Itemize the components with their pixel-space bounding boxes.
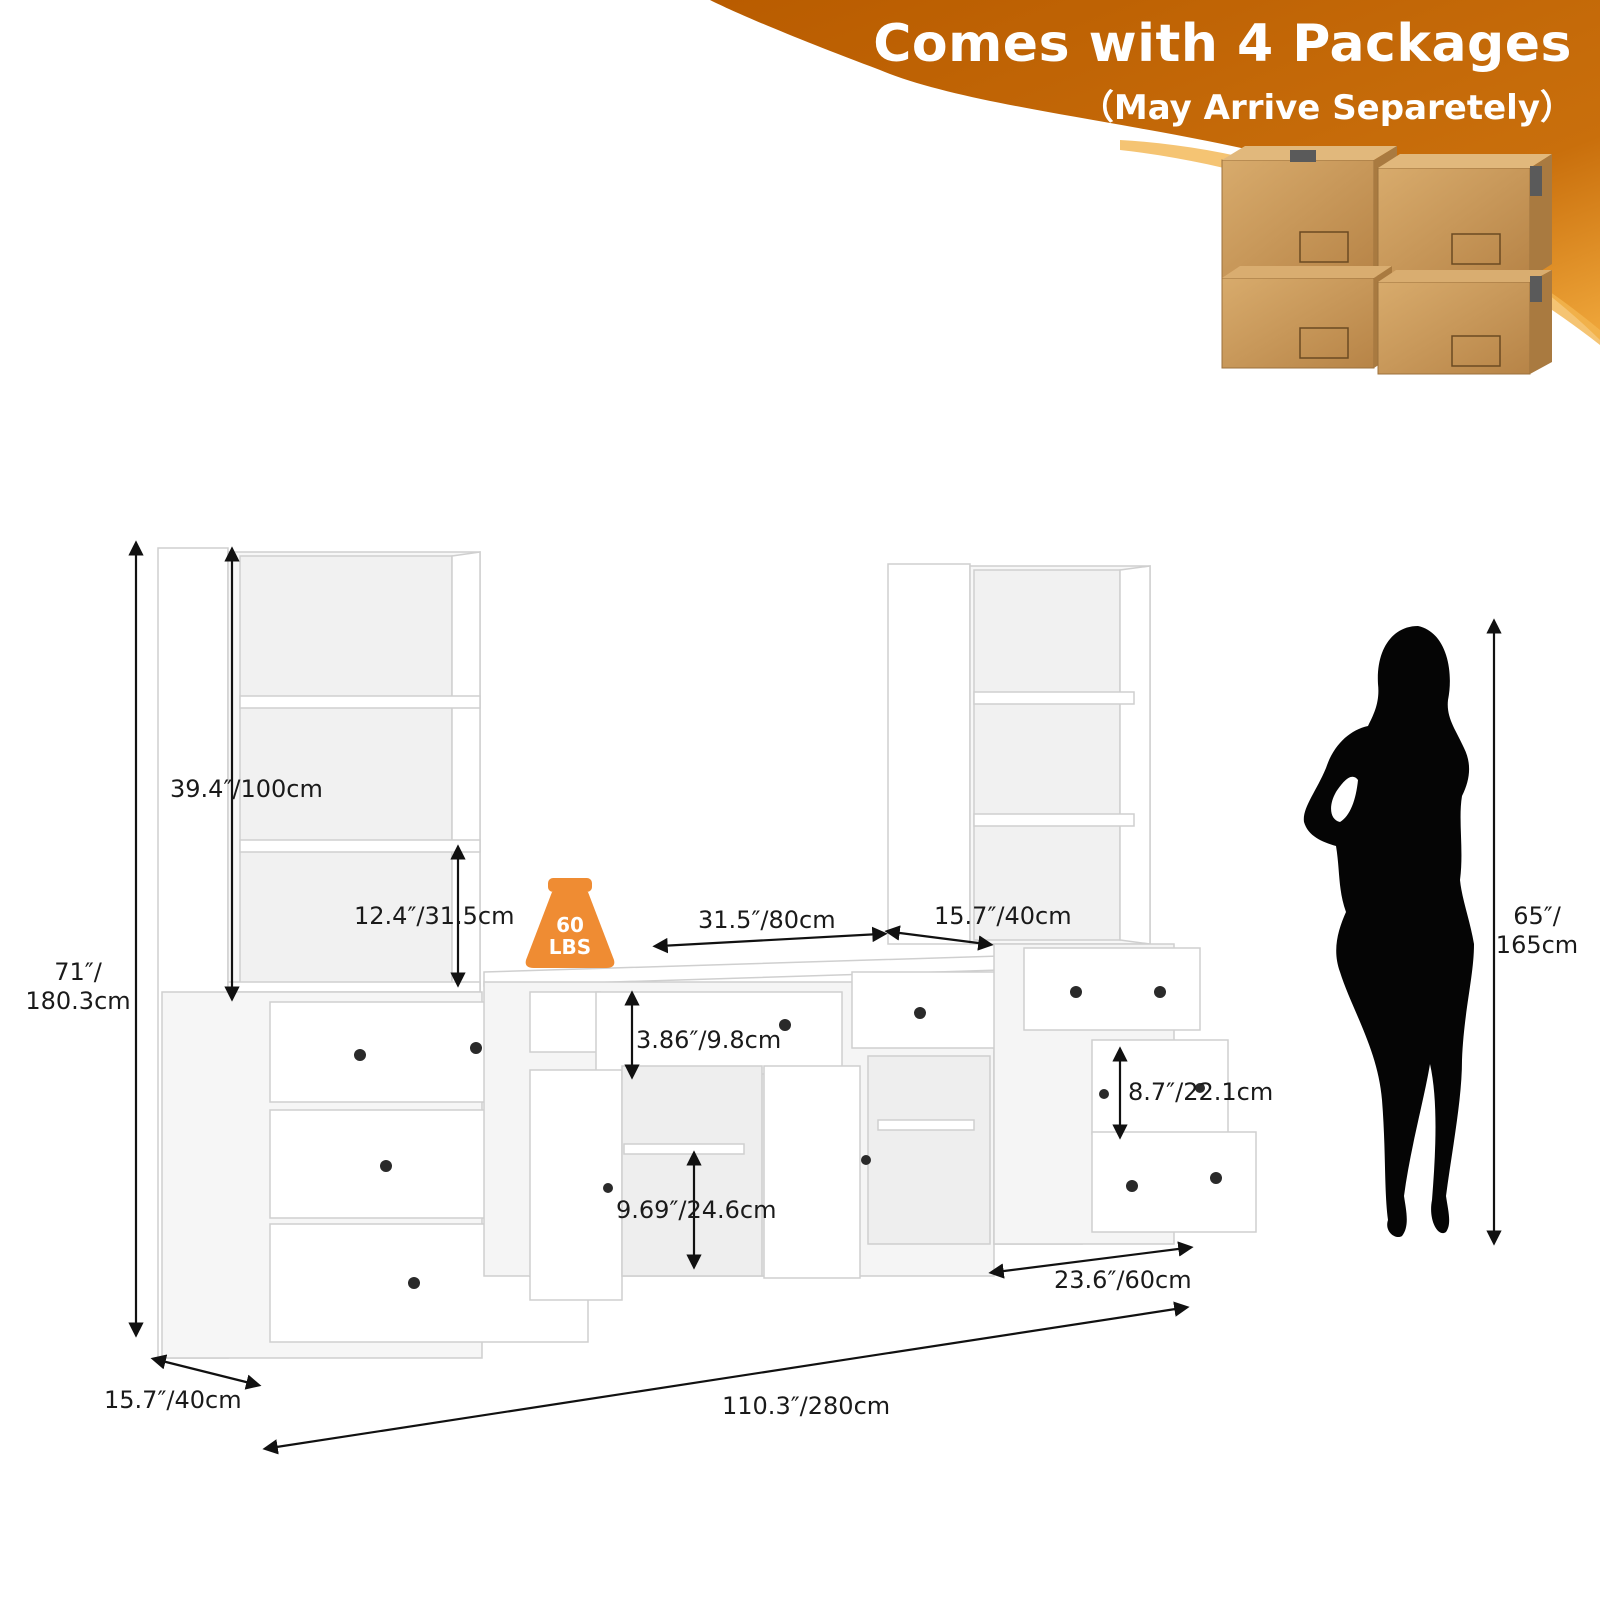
label-total-height-line2: 180.3cm bbox=[25, 986, 131, 1015]
arrow-tower-width bbox=[884, 925, 994, 951]
weight-unit: LBS bbox=[548, 935, 592, 959]
weight-badge-shape bbox=[525, 878, 615, 968]
box-top-left bbox=[1221, 146, 1397, 279]
label-person-height: 65″/ 165cm bbox=[1482, 902, 1592, 960]
arrow-total-width bbox=[262, 1301, 1190, 1455]
label-total-width: 110.3″/280cm bbox=[722, 1392, 891, 1420]
arrow-center-width bbox=[652, 926, 888, 954]
label-drawer-height-side: 8.7″/22.1cm bbox=[1128, 1078, 1274, 1106]
label-shelf-spacing: 12.4″/31.5cm bbox=[354, 902, 515, 930]
weight-value: 60 bbox=[556, 913, 584, 937]
center-cabinets bbox=[483, 955, 1083, 1301]
arrow-depth-side bbox=[988, 1241, 1194, 1279]
banner-subtitle: （May Arrive Separetely） bbox=[1079, 88, 1574, 128]
label-drawer-height-small: 3.86″/9.8cm bbox=[636, 1026, 782, 1054]
label-center-width: 31.5″/80cm bbox=[698, 906, 836, 934]
label-depth: 15.7″/40cm bbox=[104, 1386, 242, 1414]
label-depth-side: 23.6″/60cm bbox=[1054, 1266, 1192, 1294]
label-tower-width: 15.7″/40cm bbox=[934, 902, 1072, 930]
label-cabinet-shelf-height: 9.69″/24.6cm bbox=[616, 1196, 777, 1224]
label-total-height: 71″/ 180.3cm bbox=[18, 958, 138, 1016]
weight-badge: 60 LBS bbox=[532, 914, 608, 958]
label-person-height-line2: 165cm bbox=[1495, 930, 1579, 959]
banner-shape bbox=[710, 0, 1600, 340]
arrow-depth bbox=[150, 1354, 262, 1390]
box-bottom-left bbox=[1221, 266, 1392, 369]
package-boxes bbox=[1221, 146, 1552, 375]
left-drawer-unit bbox=[161, 991, 589, 1359]
box-bottom-right bbox=[1377, 270, 1552, 375]
dimension-lines bbox=[128, 540, 1502, 1455]
label-person-height-line1: 65″/ bbox=[1513, 902, 1561, 930]
right-drawer-knobs bbox=[1070, 986, 1222, 1192]
box-top-right bbox=[1377, 154, 1552, 279]
woman-silhouette bbox=[1303, 626, 1474, 1238]
label-bookcase-shelf-height: 39.4″/100cm bbox=[170, 775, 323, 803]
label-total-height-line1: 71″/ bbox=[54, 958, 102, 986]
right-bookcase bbox=[887, 563, 1151, 945]
banner-title: Comes with 4 Packages bbox=[873, 14, 1572, 74]
